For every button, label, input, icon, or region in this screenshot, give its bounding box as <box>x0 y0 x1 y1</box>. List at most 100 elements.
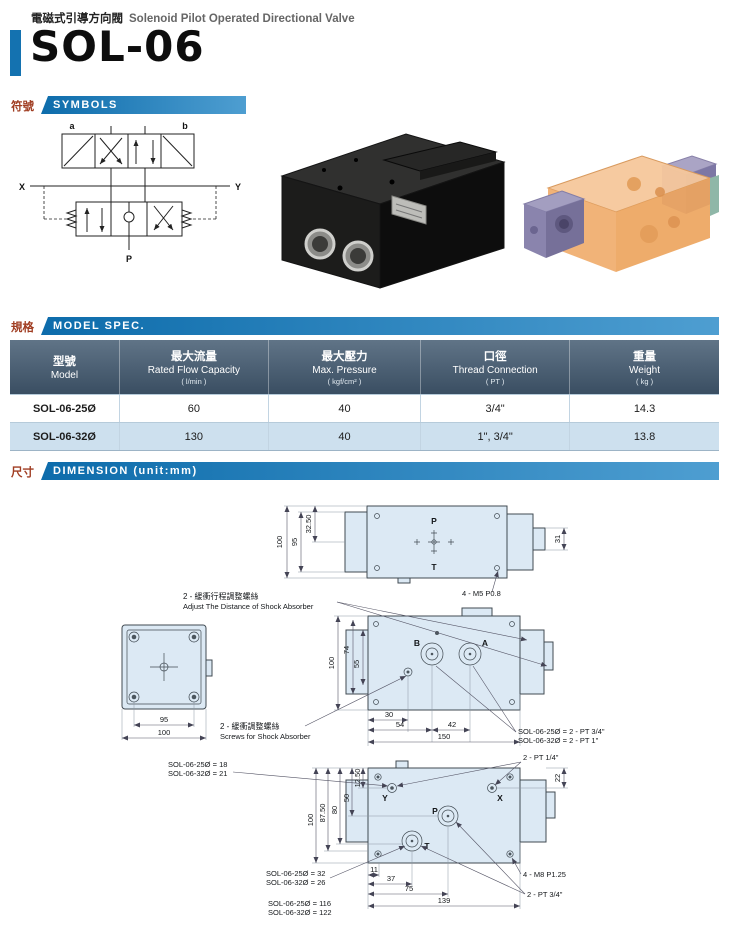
dim-139: 139 <box>438 896 451 905</box>
note-shock-stroke-zh: 2 - 緩衝行程調整螺絲 <box>183 591 259 601</box>
table-row: SOL-06-32Ø 130 40 1", 3/4" 13.8 <box>10 422 719 450</box>
section-dim-zh: 尺寸 <box>11 467 34 479</box>
col-pressure-en: Max. Pressure <box>312 365 377 376</box>
section-dim-en: DIMENSION (unit:mm) <box>41 462 719 480</box>
dimension-drawings: P T 100 95 32.50 31 4 - M5 P0.8 <box>121 505 605 917</box>
section-symbols-bar: 符號 SYMBOLS <box>10 96 246 114</box>
col-flow-zh: 最大流量 <box>170 351 217 363</box>
spec-table-header: 型號 Model 最大流量 Rated Flow Capacity ( l/mi… <box>10 340 719 394</box>
hydraulic-symbol-diagram: a b X Y P <box>19 121 241 264</box>
dim-55: 55 <box>352 660 361 668</box>
symbol-label-y: Y <box>235 182 241 192</box>
dim-50: 50 <box>342 794 351 802</box>
cell-pressure: 40 <box>269 395 422 422</box>
dim-75: 75 <box>405 884 413 893</box>
note-t-depth-25: SOL-06-25Ø = 32 <box>266 869 325 878</box>
col-thread-en: Thread Connection <box>452 365 538 376</box>
bottom-port-x: X <box>497 793 503 803</box>
side-view-drawing: B A 100 74 55 30 54 42 150 <box>183 591 605 746</box>
note-t-depth-32: SOL-06-32Ø = 26 <box>266 878 325 887</box>
dim-32-50: 32.50 <box>304 515 313 534</box>
spec-col-pressure: 最大壓力 Max. Pressure ( kgf/cm² ) <box>269 340 422 394</box>
note-pt14: 2 - PT 1/4" <box>523 753 559 762</box>
symbol-label-b: b <box>182 121 188 131</box>
cell-model: SOL-06-32Ø <box>10 423 120 450</box>
section-symbols-en: SYMBOLS <box>41 96 246 114</box>
section-spec-bar: 規格 MODEL SPEC. <box>10 317 719 335</box>
note-shock-screws-en: Screws for Shock Absorber <box>220 732 311 741</box>
cell-pressure: 40 <box>269 423 422 450</box>
note-m8: 4 - M8 P1.25 <box>523 870 566 879</box>
note-shock-stroke-en: Adjust The Distance of Shock Absorber <box>183 602 314 611</box>
pilot-lines <box>30 185 230 220</box>
dim-12-50: 12.50 <box>353 769 362 788</box>
dim-100: 100 <box>275 536 284 549</box>
valve-photo-body <box>280 133 506 289</box>
left-view-drawing: 95 100 <box>121 624 213 741</box>
col-flow-unit: ( l/min ) <box>181 377 207 386</box>
col-weight-unit: ( kg ) <box>635 377 654 386</box>
spec-col-weight: 重量 Weight ( kg ) <box>570 340 719 394</box>
subtitle-zh: 電磁式引導方向閥 <box>31 13 123 25</box>
page-title: SOL-06 <box>30 22 205 71</box>
col-thread-unit: ( PT ) <box>485 377 505 386</box>
note-side-pt-25: SOL-06-25Ø = 2 - PT 3/4" <box>518 727 605 736</box>
top-port-p: P <box>431 516 437 526</box>
col-pressure-zh: 最大壓力 <box>321 351 368 363</box>
bottom-port-t: T <box>424 841 430 851</box>
dim-95-left-view: 95 <box>160 715 168 724</box>
col-flow-en: Rated Flow Capacity <box>147 365 240 376</box>
subtitle-en: Solenoid Pilot Operated Directional Valv… <box>129 13 355 25</box>
dim-42: 42 <box>448 720 456 729</box>
valve-photo-ports <box>304 228 374 272</box>
valve-3d-render <box>522 155 719 272</box>
note-y-depth-32: SOL-06-32Ø = 21 <box>168 769 227 778</box>
cell-flow: 130 <box>120 423 269 450</box>
dim-100-side: 100 <box>327 657 336 670</box>
dim-95: 95 <box>290 538 299 546</box>
spec-col-model: 型號 Model <box>10 340 120 394</box>
dim-22: 22 <box>553 774 562 782</box>
dim-31: 31 <box>553 535 562 543</box>
bottom-view-drawing: Y X P T 12.50 50 80 87.50 100 <box>168 753 568 917</box>
cell-thread: 1", 3/4" <box>421 423 571 450</box>
note-total-25: SOL-06-25Ø = 116 <box>268 899 331 908</box>
pilot-valve-symbol <box>61 126 195 202</box>
bottom-port-p: P <box>432 806 438 816</box>
dim-11: 11 <box>370 865 378 874</box>
table-row: SOL-06-25Ø 60 40 3/4" 14.3 <box>10 394 719 422</box>
col-thread-zh: 口徑 <box>483 351 507 363</box>
note-m5: 4 - M5 P0.8 <box>462 589 501 598</box>
col-model-zh: 型號 <box>52 356 76 368</box>
dim-100-bottom: 100 <box>306 814 315 827</box>
section-dimension-bar: 尺寸 DIMENSION (unit:mm) <box>10 462 719 480</box>
dim-100-left-view: 100 <box>158 728 171 737</box>
cell-weight: 13.8 <box>633 430 656 443</box>
col-weight-zh: 重量 <box>633 351 657 363</box>
col-model-en: Model <box>50 370 79 381</box>
cell-model: SOL-06-25Ø <box>10 395 120 422</box>
side-port-a: A <box>482 638 488 648</box>
col-weight-en: Weight <box>629 365 660 376</box>
side-port-b: B <box>414 638 420 648</box>
section-symbols-zh: 符號 <box>11 101 34 113</box>
note-shock-screws-zh: 2 - 緩衝調整螺絲 <box>220 721 280 731</box>
valve-photo <box>280 133 506 289</box>
dim-80: 80 <box>330 806 339 814</box>
cell-weight: 14.3 <box>633 402 656 415</box>
symbol-label-a: a <box>69 121 75 131</box>
spec-col-flow: 最大流量 Rated Flow Capacity ( l/min ) <box>120 340 269 394</box>
dim-87-50: 87.50 <box>318 804 327 823</box>
note-side-pt-32: SOL-06-32Ø = 2 - PT 1" <box>518 736 599 745</box>
note-total-32: SOL-06-32Ø = 122 <box>268 908 332 917</box>
note-y-depth-25: SOL-06-25Ø = 18 <box>168 760 227 769</box>
col-pressure-unit: ( kgf/cm² ) <box>327 377 362 386</box>
dim-30: 30 <box>385 710 393 719</box>
section-spec-zh: 規格 <box>11 322 34 334</box>
title-accent-bar <box>10 30 21 76</box>
dim-37: 37 <box>387 874 395 883</box>
symbol-label-x: X <box>19 182 25 192</box>
dim-74: 74 <box>342 646 351 654</box>
section-spec-en: MODEL SPEC. <box>41 317 719 335</box>
